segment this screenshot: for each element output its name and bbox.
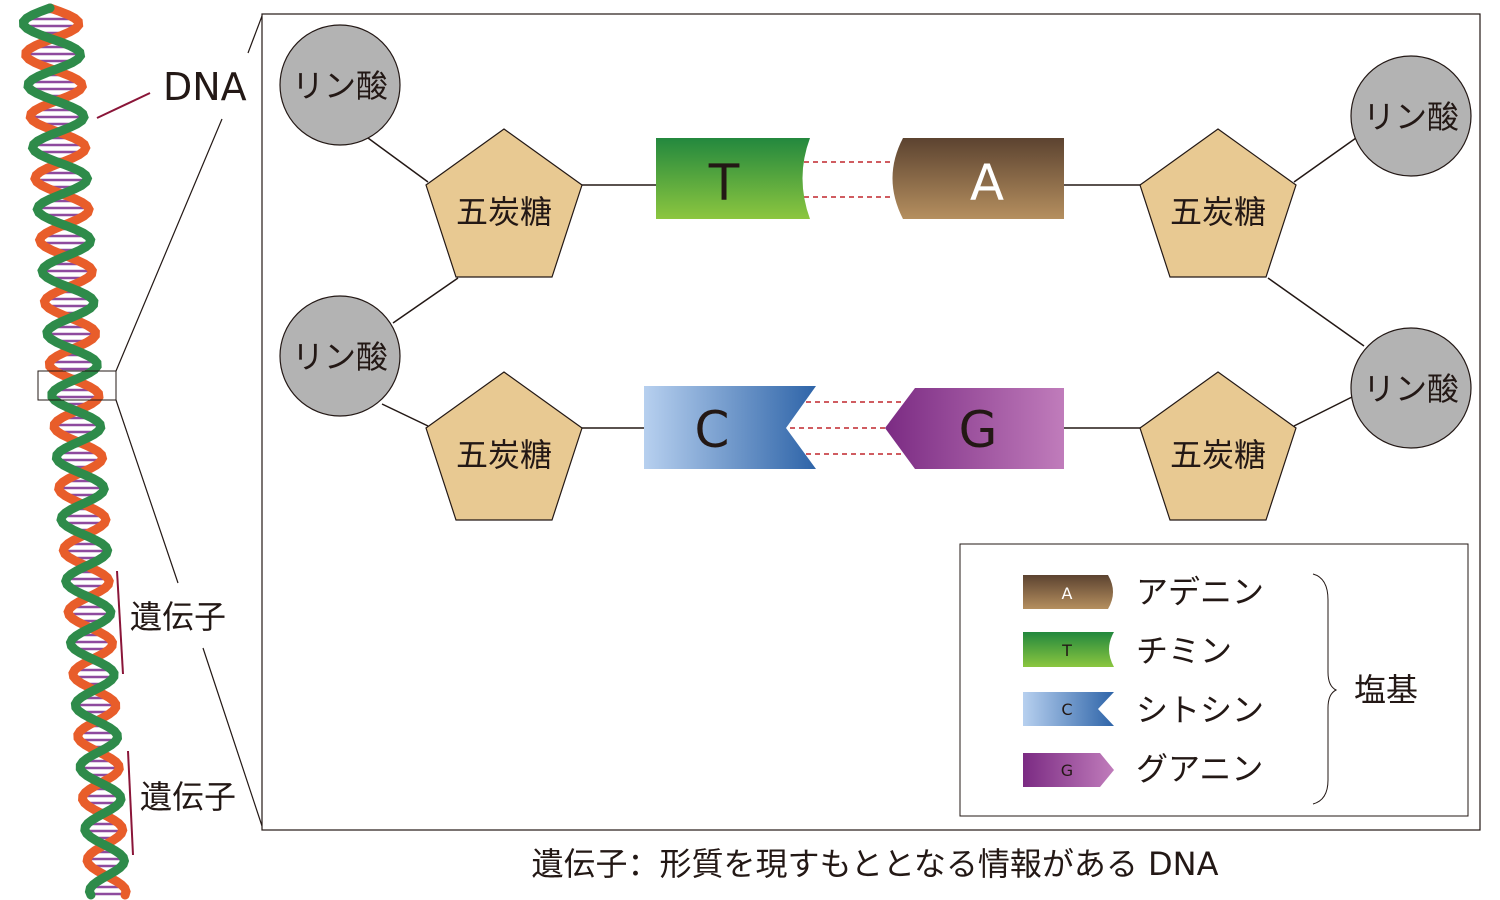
- sugar-pentagon: [1139, 128, 1297, 278]
- cytosine-swatch: [1023, 692, 1114, 726]
- helix-strand-1: [21, 3, 131, 900]
- sugar-pentagon: [1139, 371, 1297, 521]
- adenine-shape: [892, 138, 1064, 219]
- base-adenine: A: [892, 138, 1064, 219]
- gene-label-2: 遺伝子: [140, 778, 236, 816]
- zoom-line-lower-a: [115, 399, 179, 584]
- sugar-pentagon: [425, 128, 583, 278]
- base-cytosine: C: [644, 386, 816, 469]
- zoom-line-upper: [115, 118, 223, 372]
- phosphate-circle: [279, 24, 401, 146]
- gene-bracket-2: [127, 750, 134, 856]
- helix-zoom-region: [37, 370, 117, 401]
- legend-letter: A: [1062, 584, 1073, 603]
- legend-item-thymine: T チミン: [1023, 632, 1232, 670]
- caption: 遺伝子：形質を現すもととなる情報がある DNA: [531, 845, 1218, 883]
- phosphate-label: リン酸: [1363, 370, 1459, 408]
- base-thymine: T: [656, 138, 810, 219]
- legend-letter: G: [1061, 761, 1073, 780]
- base-letter: G: [959, 401, 998, 459]
- sugar-group-3: 五炭糖: [1139, 128, 1297, 278]
- backbone-connectors: [367, 137, 1365, 429]
- phosphate-group-1: リン酸: [279, 24, 401, 146]
- dna-label: DNA: [163, 65, 247, 109]
- legend-item-adenine: A アデニン: [1023, 573, 1264, 611]
- sugar-label: 五炭糖: [456, 436, 552, 474]
- sugar-group-1: 五炭糖: [425, 128, 583, 278]
- sugar-label: 五炭糖: [1170, 193, 1266, 231]
- dna-double-helix: [18, 3, 131, 900]
- helix-strand-2: [18, 3, 130, 900]
- legend-brace: [1312, 573, 1338, 805]
- gene-bracket-1: [116, 570, 124, 675]
- phosphate-group-3: リン酸: [1350, 55, 1472, 177]
- legend-item-guanine: G グアニン: [1023, 750, 1263, 788]
- base-letter: T: [708, 154, 740, 212]
- phosphate-label: リン酸: [1363, 98, 1459, 136]
- hydrogen-bonds: [790, 161, 906, 455]
- phosphate-circle: [1350, 55, 1472, 177]
- legend-group-label: 塩基: [1354, 671, 1418, 709]
- thymine-swatch: [1023, 632, 1114, 667]
- adenine-swatch: [1023, 575, 1113, 609]
- sugar-label: 五炭糖: [1170, 436, 1266, 474]
- zoom-line-top: [247, 15, 263, 54]
- legend-name: チミン: [1136, 632, 1232, 670]
- zoom-frame: [261, 13, 1481, 831]
- phosphate-circle: [1350, 327, 1472, 449]
- base-legend: A アデニン T チミン C シトシン G グアニン 塩基: [959, 543, 1469, 817]
- legend-name: アデニン: [1136, 573, 1264, 611]
- sugar-group-4: 五炭糖: [1139, 371, 1297, 521]
- base-guanine: G: [885, 388, 1064, 469]
- sugar-pentagon: [425, 371, 583, 521]
- thymine-shape: [656, 138, 810, 219]
- legend-name: シトシン: [1136, 691, 1264, 729]
- sugar-group-2: 五炭糖: [425, 371, 583, 521]
- legend-letter: T: [1061, 641, 1072, 660]
- guanine-swatch: [1023, 753, 1114, 787]
- cytosine-shape: [644, 386, 816, 469]
- phosphate-group-2: リン酸: [279, 295, 401, 417]
- legend-name: グアニン: [1136, 750, 1263, 788]
- dna-pointer-line: [96, 92, 151, 119]
- base-letter: C: [695, 401, 730, 459]
- base-letter: A: [970, 154, 1004, 212]
- sugar-label: 五炭糖: [456, 193, 552, 231]
- phosphate-label: リン酸: [292, 338, 388, 376]
- phosphate-circle: [279, 295, 401, 417]
- phosphate-group-4: リン酸: [1350, 327, 1472, 449]
- gene-label-1: 遺伝子: [130, 598, 226, 636]
- legend-item-cytosine: C シトシン: [1023, 691, 1264, 729]
- guanine-shape: [885, 388, 1064, 469]
- legend-letter: C: [1061, 700, 1072, 719]
- zoom-line-lower-b: [202, 647, 263, 827]
- phosphate-label: リン酸: [292, 67, 388, 105]
